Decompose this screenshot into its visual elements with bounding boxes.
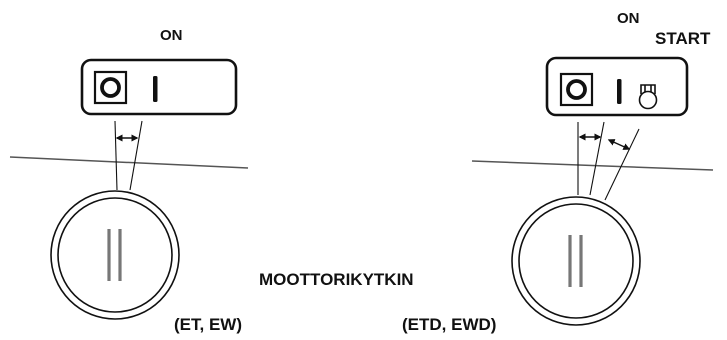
right-knob-grip [568, 235, 583, 287]
left-knob-grip [107, 229, 122, 281]
starter-motor-icon [638, 84, 658, 110]
left-on-position-icon [93, 70, 128, 105]
left-switch-plate [80, 58, 238, 116]
left-on-label: ON [160, 27, 183, 44]
right-rotation-arrow-start [607, 139, 631, 150]
start-label: START [655, 29, 711, 48]
right-model-codes: (ETD, EWD) [402, 315, 497, 334]
left-engine-switch-knob [50, 190, 180, 320]
right-on-label: ON [617, 10, 640, 27]
right-pointer-lines [577, 121, 640, 201]
right-run-bar-icon [617, 79, 622, 104]
left-switch-assembly [9, 58, 249, 320]
right-switch-assembly [471, 56, 714, 326]
right-switch-plate [545, 56, 689, 117]
diagram-title: MOOTTORIKYTKIN [259, 270, 414, 289]
right-on-position-icon [559, 72, 594, 107]
left-run-bar-icon [153, 76, 158, 102]
left-model-codes: (ET, EW) [174, 315, 242, 334]
right-engine-switch-knob [511, 196, 641, 326]
left-pointer-lines [114, 120, 143, 191]
left-panel-edge-line [9, 156, 249, 169]
right-panel-edge-line [471, 160, 714, 171]
